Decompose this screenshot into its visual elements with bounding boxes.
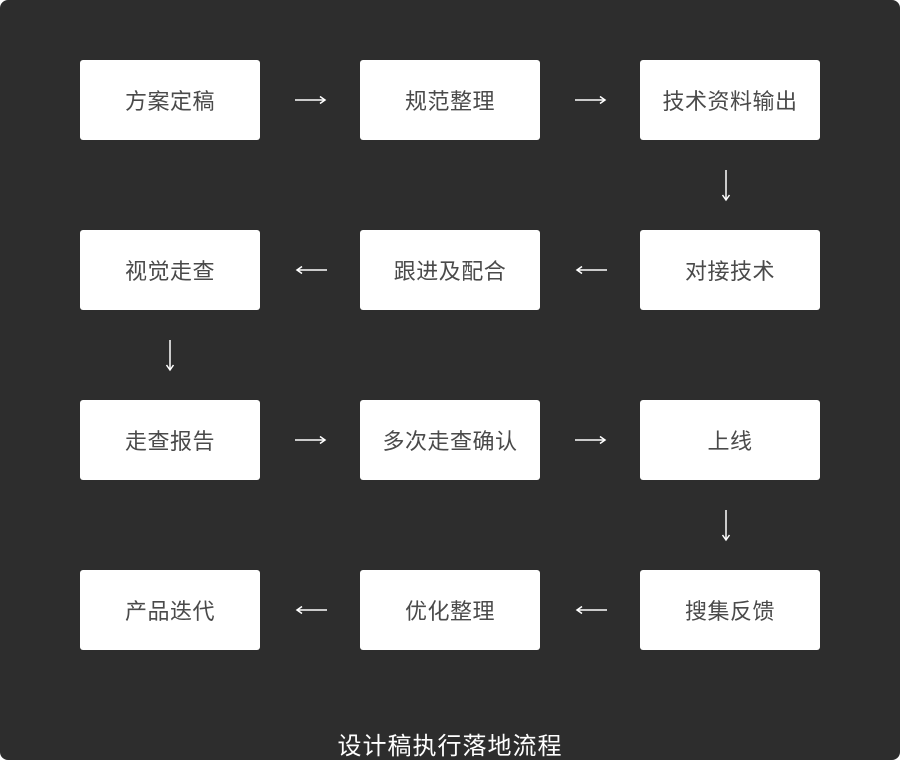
step-box: 多次走查确认 [360,400,540,480]
step-box: 优化整理 [360,570,540,650]
arrow-right-icon [575,433,607,447]
diagram-caption: 设计稿执行落地流程 [337,732,563,760]
step-box: 上线 [640,400,820,480]
arrow-right-icon [575,93,607,107]
arrow-right-icon [295,93,327,107]
arrow-left-icon [575,263,607,277]
step-box: 搜集反馈 [640,570,820,650]
arrow-down-icon [719,170,733,202]
arrow-right-icon [295,433,327,447]
step-box: 走查报告 [80,400,260,480]
step-box: 方案定稿 [80,60,260,140]
step-box: 对接技术 [640,230,820,310]
step-box: 产品迭代 [80,570,260,650]
arrow-left-icon [575,603,607,617]
arrow-left-icon [295,603,327,617]
arrow-left-icon [295,263,327,277]
step-box: 跟进及配合 [360,230,540,310]
step-box: 规范整理 [360,60,540,140]
arrow-down-icon [719,510,733,542]
step-box: 视觉走查 [80,230,260,310]
arrow-down-icon [163,340,177,372]
step-box: 技术资料输出 [640,60,820,140]
